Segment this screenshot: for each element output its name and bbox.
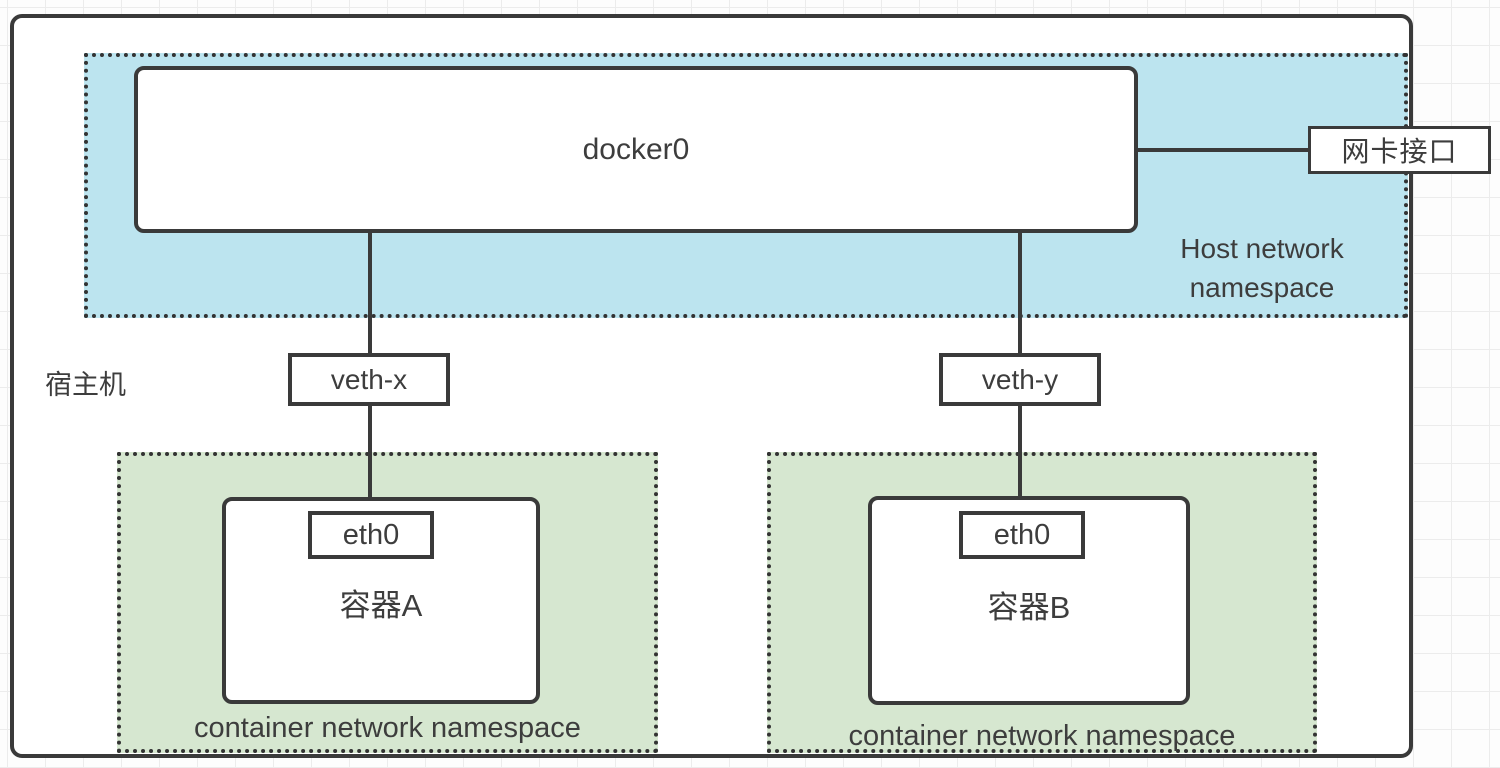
connector-docker0-to-veth-x: [368, 231, 372, 355]
connector-veth-y-to-eth0-b: [1018, 403, 1022, 515]
container-b-namespace-label: container network namespace: [848, 720, 1236, 752]
eth0-b-label: eth0: [993, 518, 1051, 551]
veth-y-label: veth-y: [981, 363, 1059, 395]
container-b-name: 容器B: [987, 590, 1071, 625]
docker0-bridge-label: docker0: [582, 132, 690, 166]
container-a-namespace-label: container network namespace: [194, 712, 581, 744]
nic-interface-label: 网卡接口: [1341, 136, 1458, 167]
host-machine-label: 宿主机: [45, 370, 126, 400]
host-namespace-label: Host network namespace: [1180, 233, 1344, 304]
nic-interface-box: 网卡接口: [1308, 126, 1491, 174]
eth0-b-box: eth0: [959, 511, 1085, 559]
eth0-a-label: eth0: [342, 518, 400, 551]
connector-docker0-to-nic: [1136, 148, 1310, 152]
container-a-name: 容器A: [339, 588, 423, 623]
veth-y-box: veth-y: [939, 353, 1101, 406]
connector-docker0-to-veth-y: [1018, 231, 1022, 355]
veth-x-label: veth-x: [330, 363, 408, 395]
connector-veth-x-to-eth0-a: [368, 403, 372, 515]
eth0-a-box: eth0: [308, 511, 434, 559]
veth-x-box: veth-x: [288, 353, 450, 406]
docker0-bridge-box: docker0: [134, 66, 1138, 233]
container-a-box: [222, 497, 540, 704]
